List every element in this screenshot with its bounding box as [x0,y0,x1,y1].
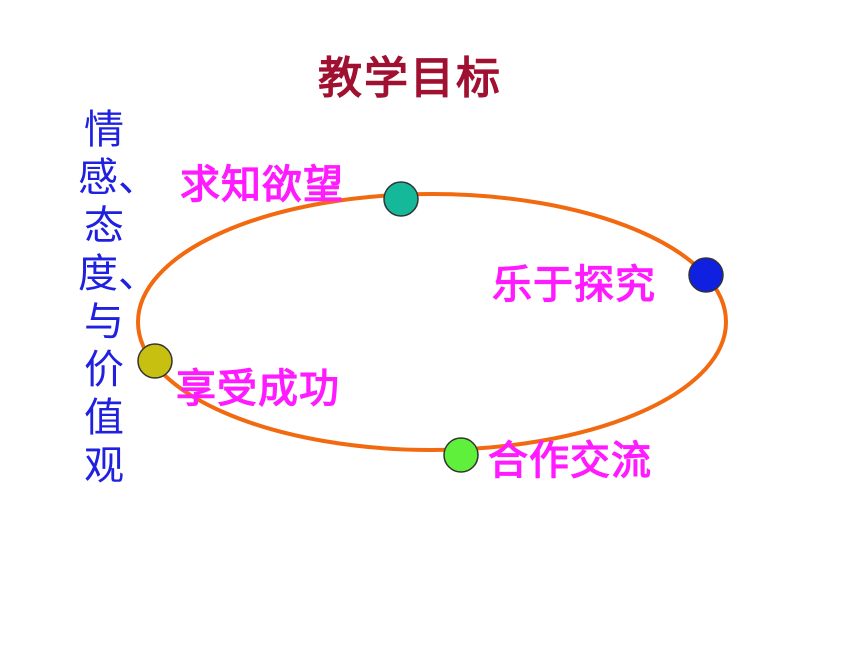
goal-label-exploration: 乐于探究 [492,262,656,308]
cycle-ellipse [136,192,728,452]
page-title: 教学目标 [318,53,502,104]
goal-label-curiosity: 求知欲望 [180,162,344,208]
goal-dot-exploration [688,257,724,293]
goal-dot-success [137,343,173,379]
goal-dot-curiosity [383,181,419,217]
side-label-vertical: 情感、态度、与价值观 [78,107,158,489]
goal-dot-cooperation [443,437,479,473]
goal-label-cooperation: 合作交流 [488,438,652,484]
goal-label-success: 享受成功 [176,366,340,412]
